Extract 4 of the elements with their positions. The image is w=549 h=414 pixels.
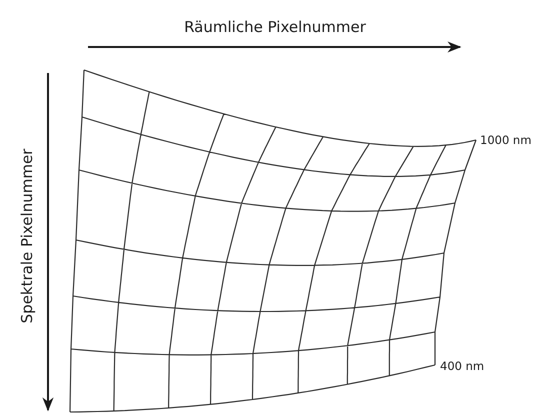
wavelength-label: 400 nm (440, 359, 484, 373)
axis-title: Räumliche Pixelnummer (184, 18, 366, 36)
wavelength-label: 1000 nm (480, 133, 532, 147)
axis-title: Spektrale Pixelnummer (18, 148, 36, 324)
